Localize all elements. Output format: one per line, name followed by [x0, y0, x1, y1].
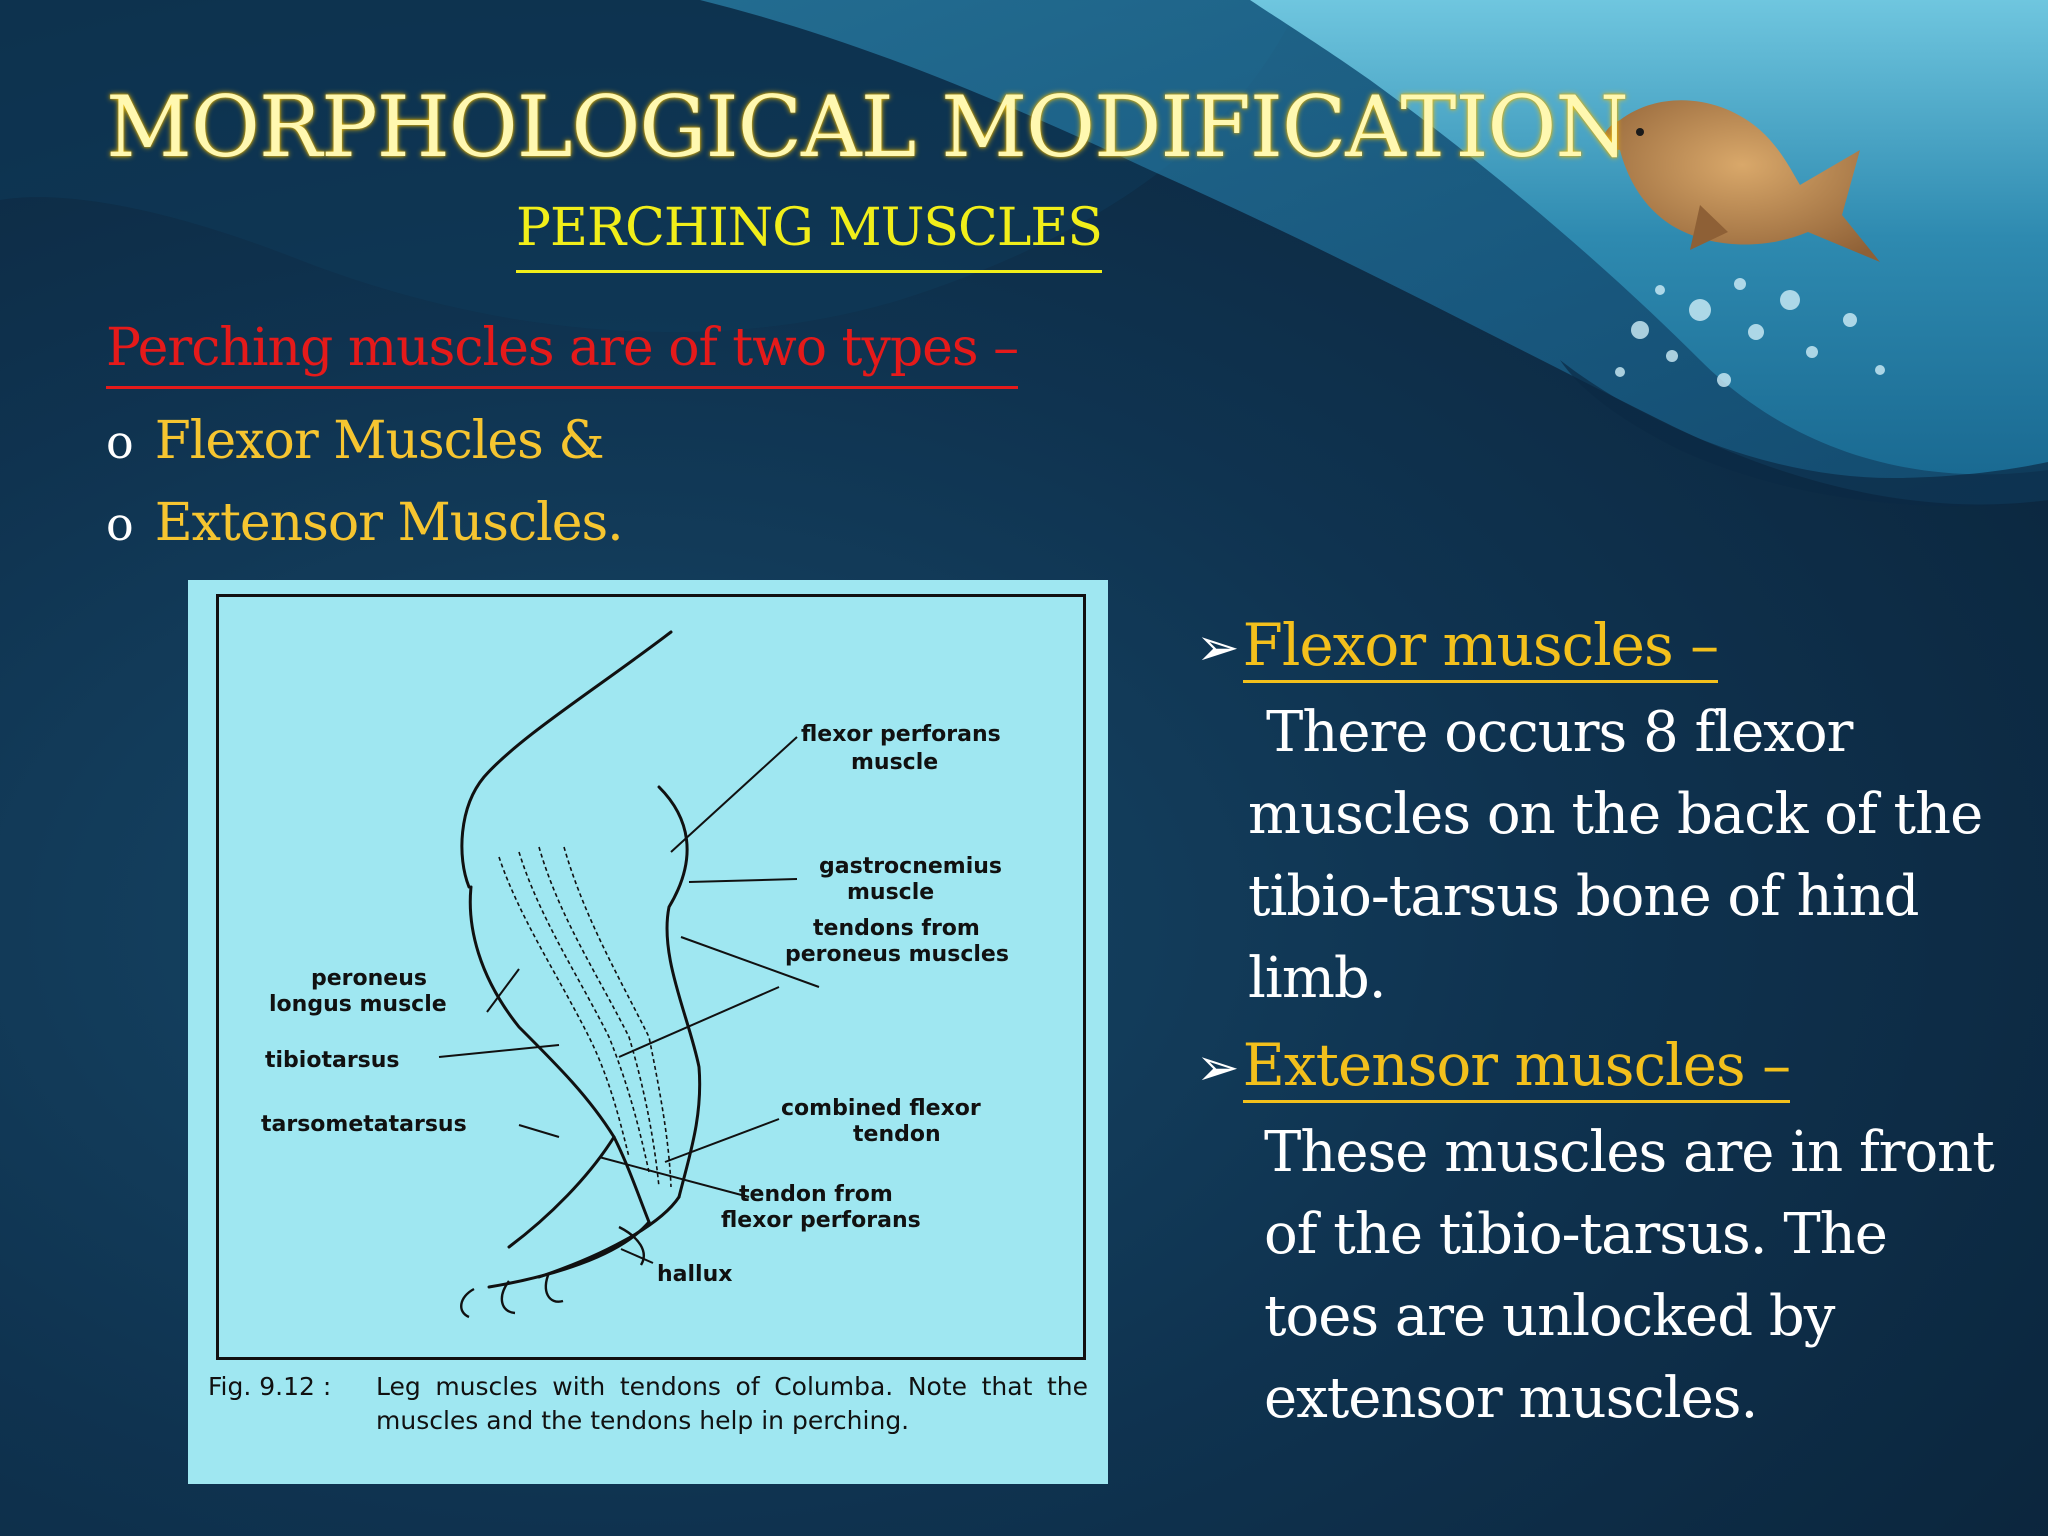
- toe-outline: [487, 1220, 651, 1289]
- leader-line: [598, 1156, 750, 1198]
- fish-icon: [1604, 100, 1880, 262]
- flexor-heading: ➢Flexor muscles –: [1196, 606, 2006, 684]
- leg-front-outline: [468, 885, 651, 1224]
- leader-line: [620, 1248, 654, 1264]
- intro-statement: Perching muscles are of two types –: [106, 318, 1019, 389]
- leader-line: [688, 878, 798, 883]
- slide-title: MORPHOLOGICAL MODIFICATION: [106, 78, 1629, 176]
- extensor-title: Extensor muscles –: [1242, 1030, 1791, 1103]
- label-flexor-perforans-line2: muscle: [851, 750, 938, 775]
- claw-icon: [460, 1287, 475, 1319]
- flexor-description: There occurs 8 flexor muscles on the bac…: [1248, 700, 1983, 1011]
- arrow-bullet-icon: ➢: [1196, 1038, 1240, 1098]
- label-longus-muscle: longus muscle: [269, 992, 447, 1017]
- arrow-bullet-icon: ➢: [1196, 618, 1240, 678]
- claw-icon: [544, 1272, 564, 1303]
- tendon-line: [538, 846, 660, 1188]
- label-tibiotarsus: tibiotarsus: [265, 1048, 400, 1073]
- label-tendon-from: tendon from: [739, 1182, 893, 1207]
- extensor-description: These muscles are in front of the tibio-…: [1264, 1120, 1995, 1431]
- label-hallux: hallux: [657, 1262, 732, 1287]
- tendon-line: [518, 851, 650, 1173]
- list-item-label: Extensor Muscles.: [154, 493, 624, 553]
- label-flexor-perforans: flexor perforans: [801, 722, 1001, 747]
- label-gastrocnemius: gastrocnemius: [819, 854, 1002, 879]
- tendon-line: [498, 856, 630, 1158]
- label-flexor-perforans-tendon: flexor perforans: [721, 1208, 921, 1233]
- label-tendons-from: tendons from: [813, 916, 980, 941]
- leg-muscle-figure: flexor perforans muscle gastrocnemius mu…: [188, 580, 1108, 1484]
- list-item: o Flexor Muscles &: [106, 400, 623, 482]
- list-item: o Extensor Muscles.: [106, 482, 624, 564]
- circle-bullet-icon: o: [106, 415, 134, 469]
- leader-line: [680, 936, 820, 988]
- slide-subtitle: PERCHING MUSCLES: [516, 198, 1103, 273]
- claw-icon: [618, 1225, 645, 1266]
- leader-line: [670, 736, 798, 853]
- leg-back-outline: [657, 785, 702, 1199]
- list-item-label: Flexor Muscles &: [154, 411, 605, 471]
- leader-line: [518, 1124, 560, 1138]
- label-peroneus: peroneus: [311, 966, 427, 991]
- thigh-outline: [460, 630, 673, 889]
- muscle-descriptions: ➢Flexor muscles – There occurs 8 flexor …: [1196, 606, 2006, 1440]
- claw-icon: [500, 1280, 516, 1315]
- figure-frame: flexor perforans muscle gastrocnemius mu…: [216, 594, 1086, 1360]
- label-peroneus-muscles: peroneus muscles: [785, 942, 1009, 967]
- circle-bullet-icon: o: [106, 497, 134, 551]
- leader-line: [486, 968, 520, 1013]
- toe-outline: [537, 1195, 681, 1279]
- caption-number: Fig. 9.12 :: [208, 1372, 332, 1401]
- leader-line: [438, 1044, 560, 1058]
- tendon-line: [563, 846, 672, 1188]
- bird-leg-diagram: flexor perforans muscle gastrocnemius mu…: [261, 630, 1009, 1319]
- label-tarsometatarsus: tarsometatarsus: [261, 1112, 467, 1137]
- leader-line: [618, 986, 780, 1058]
- label-gastrocnemius-line2: muscle: [847, 880, 934, 905]
- label-combined-flexor-line2: tendon: [853, 1122, 941, 1147]
- leader-line: [664, 1118, 780, 1163]
- label-combined-flexor: combined flexor: [781, 1096, 981, 1121]
- caption-text: Leg muscles with tendons of Columba. Not…: [376, 1372, 1088, 1435]
- toe-outline: [507, 1135, 616, 1249]
- figure-caption: Fig. 9.12 : Leg muscles with tendons of …: [208, 1370, 1088, 1438]
- flexor-title: Flexor muscles –: [1242, 610, 1719, 683]
- extensor-heading: ➢Extensor muscles –: [1196, 1026, 2006, 1104]
